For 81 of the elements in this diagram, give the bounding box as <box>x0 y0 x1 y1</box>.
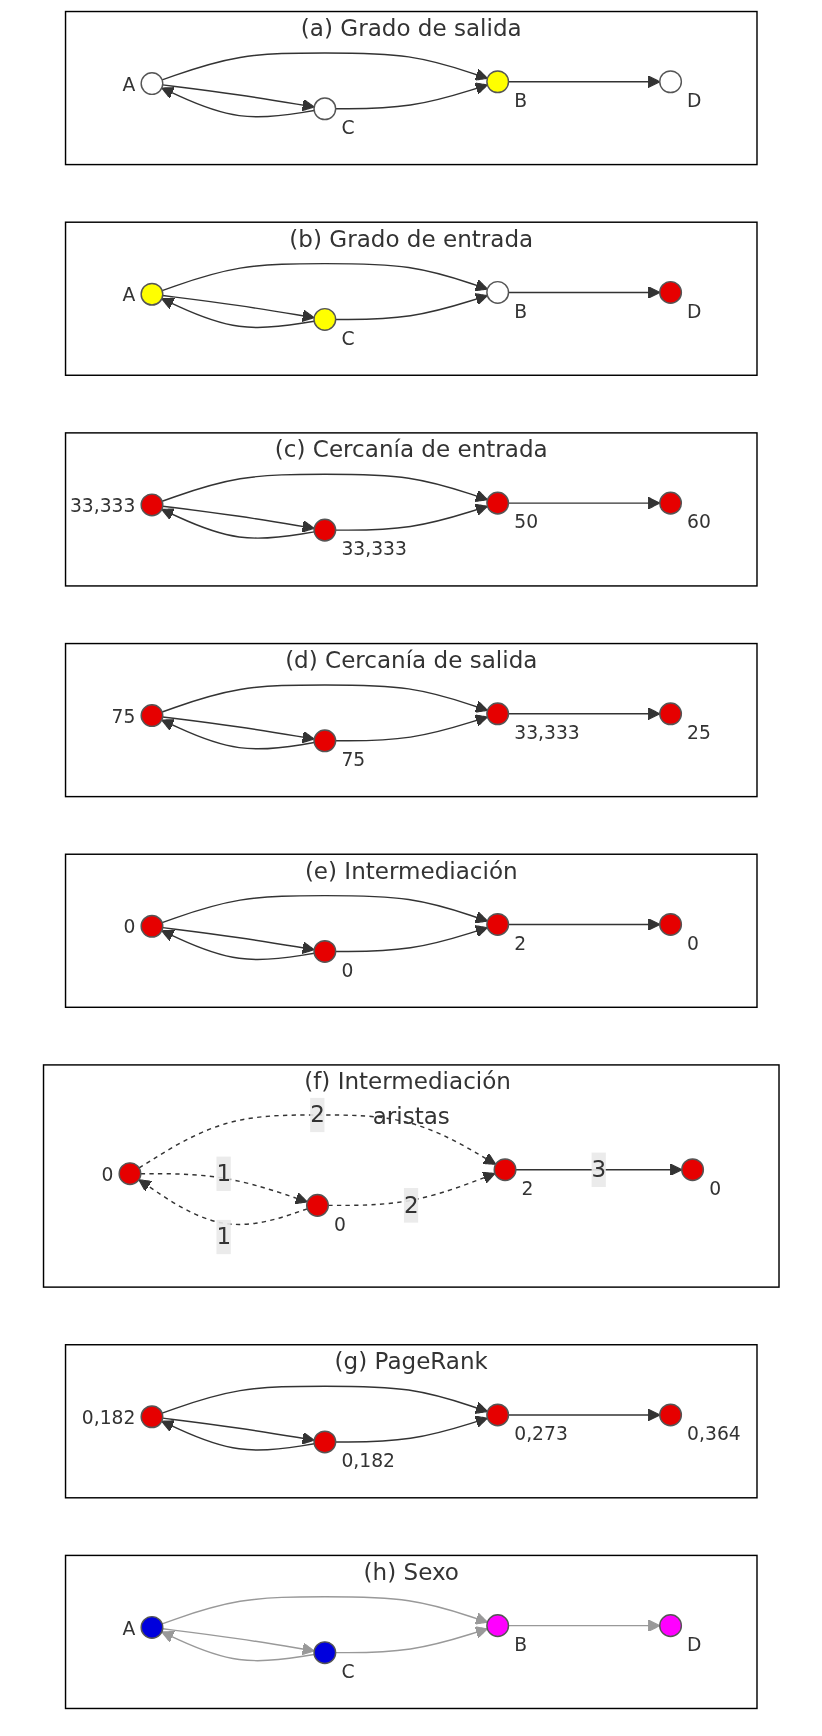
node-label: C <box>341 116 355 138</box>
node-label: 0 <box>123 916 136 938</box>
node-label: 33,333 <box>514 722 580 743</box>
node-label: 0 <box>333 1213 346 1235</box>
node-circle <box>140 282 164 306</box>
node-circle <box>140 704 164 728</box>
node-circle <box>485 70 509 94</box>
node-label: 75 <box>341 749 365 771</box>
node-circle <box>140 1405 164 1429</box>
node-label: 33,333 <box>341 538 407 560</box>
arrow <box>160 929 315 961</box>
node-label: 0,364 <box>686 1423 741 1445</box>
node-label: C <box>341 327 355 349</box>
arrow <box>161 473 488 503</box>
node-circle <box>493 1158 517 1182</box>
node-circle <box>485 1614 509 1638</box>
node-label: D <box>686 89 702 111</box>
node-label: B <box>514 89 527 111</box>
node-label: 0 <box>101 1163 114 1185</box>
node-label: A <box>122 73 136 95</box>
node-circle <box>485 280 509 304</box>
edge-label: 2 <box>403 1190 419 1219</box>
node-circle <box>118 1162 142 1186</box>
node-label: B <box>514 1633 527 1655</box>
node-label: 0 <box>708 1177 721 1199</box>
node-label: C <box>341 1660 355 1682</box>
node-circle <box>313 939 337 963</box>
node-circle <box>485 702 509 726</box>
node-circle <box>485 491 509 515</box>
arrow <box>161 684 488 713</box>
node-label: 0 <box>686 932 699 954</box>
node-circle <box>658 702 682 726</box>
node-circle <box>140 72 164 96</box>
edge-label: 1 <box>216 1159 231 1187</box>
edge-label: 1 <box>216 1222 231 1251</box>
node-label: 75 <box>111 705 136 727</box>
node-circle <box>658 1403 682 1427</box>
node-circle <box>658 1614 682 1638</box>
node-label: 0,182 <box>81 1406 136 1428</box>
node-label: D <box>686 300 702 322</box>
arrow <box>161 1596 488 1625</box>
node-circle <box>313 518 337 542</box>
arrow <box>138 1114 496 1169</box>
node-circle <box>485 912 509 936</box>
node-circle <box>485 1403 509 1427</box>
node-label: 2 <box>521 1177 534 1199</box>
node-circle <box>680 1158 704 1182</box>
node-label: 60 <box>686 511 711 533</box>
node-circle <box>313 1430 337 1454</box>
node-label: 0,182 <box>341 1450 395 1472</box>
arrow <box>160 297 315 329</box>
node-circle <box>658 491 682 515</box>
node-circle <box>140 493 164 517</box>
arrow <box>161 52 488 81</box>
node-circle <box>658 70 682 94</box>
node-circle <box>313 1641 337 1665</box>
node-label: 0 <box>341 959 354 981</box>
node-circle <box>305 1193 329 1217</box>
edge-label: 3 <box>591 1155 606 1183</box>
node-circle <box>658 912 682 936</box>
arrow <box>161 894 488 924</box>
arrow <box>161 1385 488 1414</box>
node-label: D <box>686 1633 702 1655</box>
node-label: 2 <box>514 932 526 954</box>
node-circle <box>313 729 337 753</box>
node-label: A <box>122 1617 136 1639</box>
node-label: 33,333 <box>69 495 136 517</box>
node-circle <box>313 97 337 121</box>
arrow <box>160 1630 315 1662</box>
node-circle <box>140 1615 164 1639</box>
node-label: A <box>122 284 136 306</box>
node-label: 50 <box>514 511 538 533</box>
node-label: 25 <box>686 722 711 743</box>
arrow <box>138 1179 308 1226</box>
arrow <box>161 262 488 292</box>
node-circle <box>313 307 337 331</box>
edge-label: 2 <box>309 1100 325 1128</box>
node-circle <box>658 280 682 304</box>
node-label: B <box>514 300 527 322</box>
node-label: 0,273 <box>514 1423 568 1445</box>
node-circle <box>140 914 164 938</box>
